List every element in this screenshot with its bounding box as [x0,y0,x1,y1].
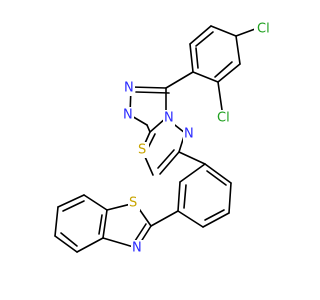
nitrogen-atom-benzothiazole: N [132,241,142,256]
nitrogen-atom-triazole-2: N [123,108,133,123]
chlorine-atom-ortho: Cl [217,111,230,126]
dichlorophenyl-ring [189,25,241,83]
cl-top-bond [235,28,256,37]
benzothiazole-benzo-ring [54,194,108,253]
nitrogen-atom-bridgehead: N [164,111,174,126]
chlorine-atom-top: Cl [257,22,270,37]
aryl-triazole-bond [165,71,194,89]
structure-drawing: Cl Cl N N N N S S N [54,21,274,256]
phenylene-ring [177,163,232,228]
nitrogen-atom-triazole-1: N [124,81,134,96]
benzothiazole-thiazole-ring [102,202,152,249]
sulfur-atom-thiadiazole: S [138,143,146,158]
cl-ortho-bond [217,81,223,111]
sulfur-atom-benzothiazole: S [129,196,137,211]
phenylene-benzothiazole-bond [150,210,179,227]
atom-labels: Cl Cl N N N N S S N [122,21,274,256]
nitrogen-atom-thiadiazole: N [184,127,194,142]
molecule-canvas: Cl Cl N N N N S S N [54,21,274,256]
thiadiazole-phenylene-bond [178,151,206,165]
